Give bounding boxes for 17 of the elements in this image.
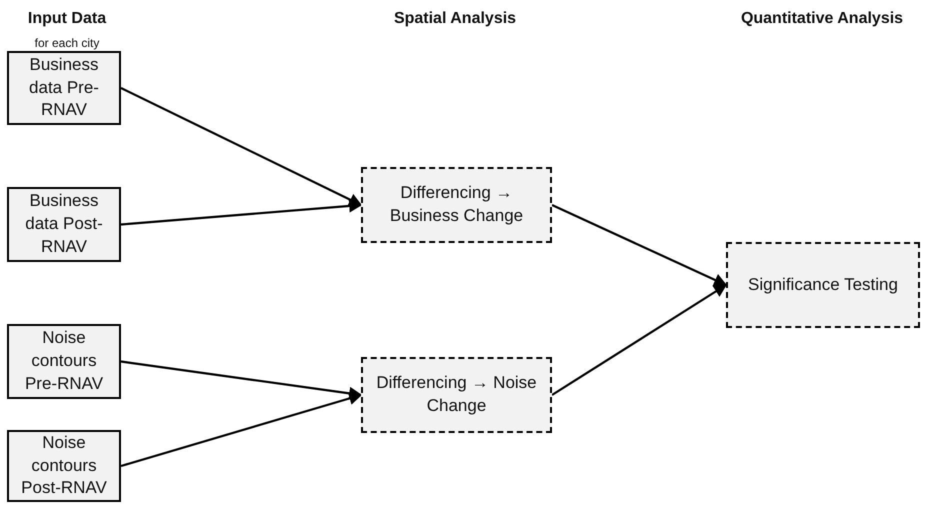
dashed-process-box: Differencing → Business Change — [361, 167, 552, 243]
column-heading: Quantitative Analysis — [740, 10, 904, 28]
arrow — [120, 360, 362, 400]
column-heading: Spatial Analysis — [394, 10, 516, 28]
column-subheading: for each city — [34, 36, 100, 50]
dashed-process-box: Differencing → Noise Change — [361, 357, 552, 433]
arrow — [120, 199, 362, 226]
arrow — [551, 284, 728, 396]
process-box: Business data Pre-RNAV — [7, 51, 121, 125]
process-box: Noise contours Post-RNAV — [7, 430, 121, 502]
process-box: Business data Post-RNAV — [7, 187, 121, 262]
dashed-process-box: Significance Testing — [726, 242, 920, 328]
column-heading: Input Data — [28, 10, 106, 28]
process-box: Noise contours Pre-RNAV — [7, 324, 121, 399]
arrow — [120, 87, 362, 206]
arrow — [552, 204, 728, 286]
arrow — [120, 392, 362, 468]
